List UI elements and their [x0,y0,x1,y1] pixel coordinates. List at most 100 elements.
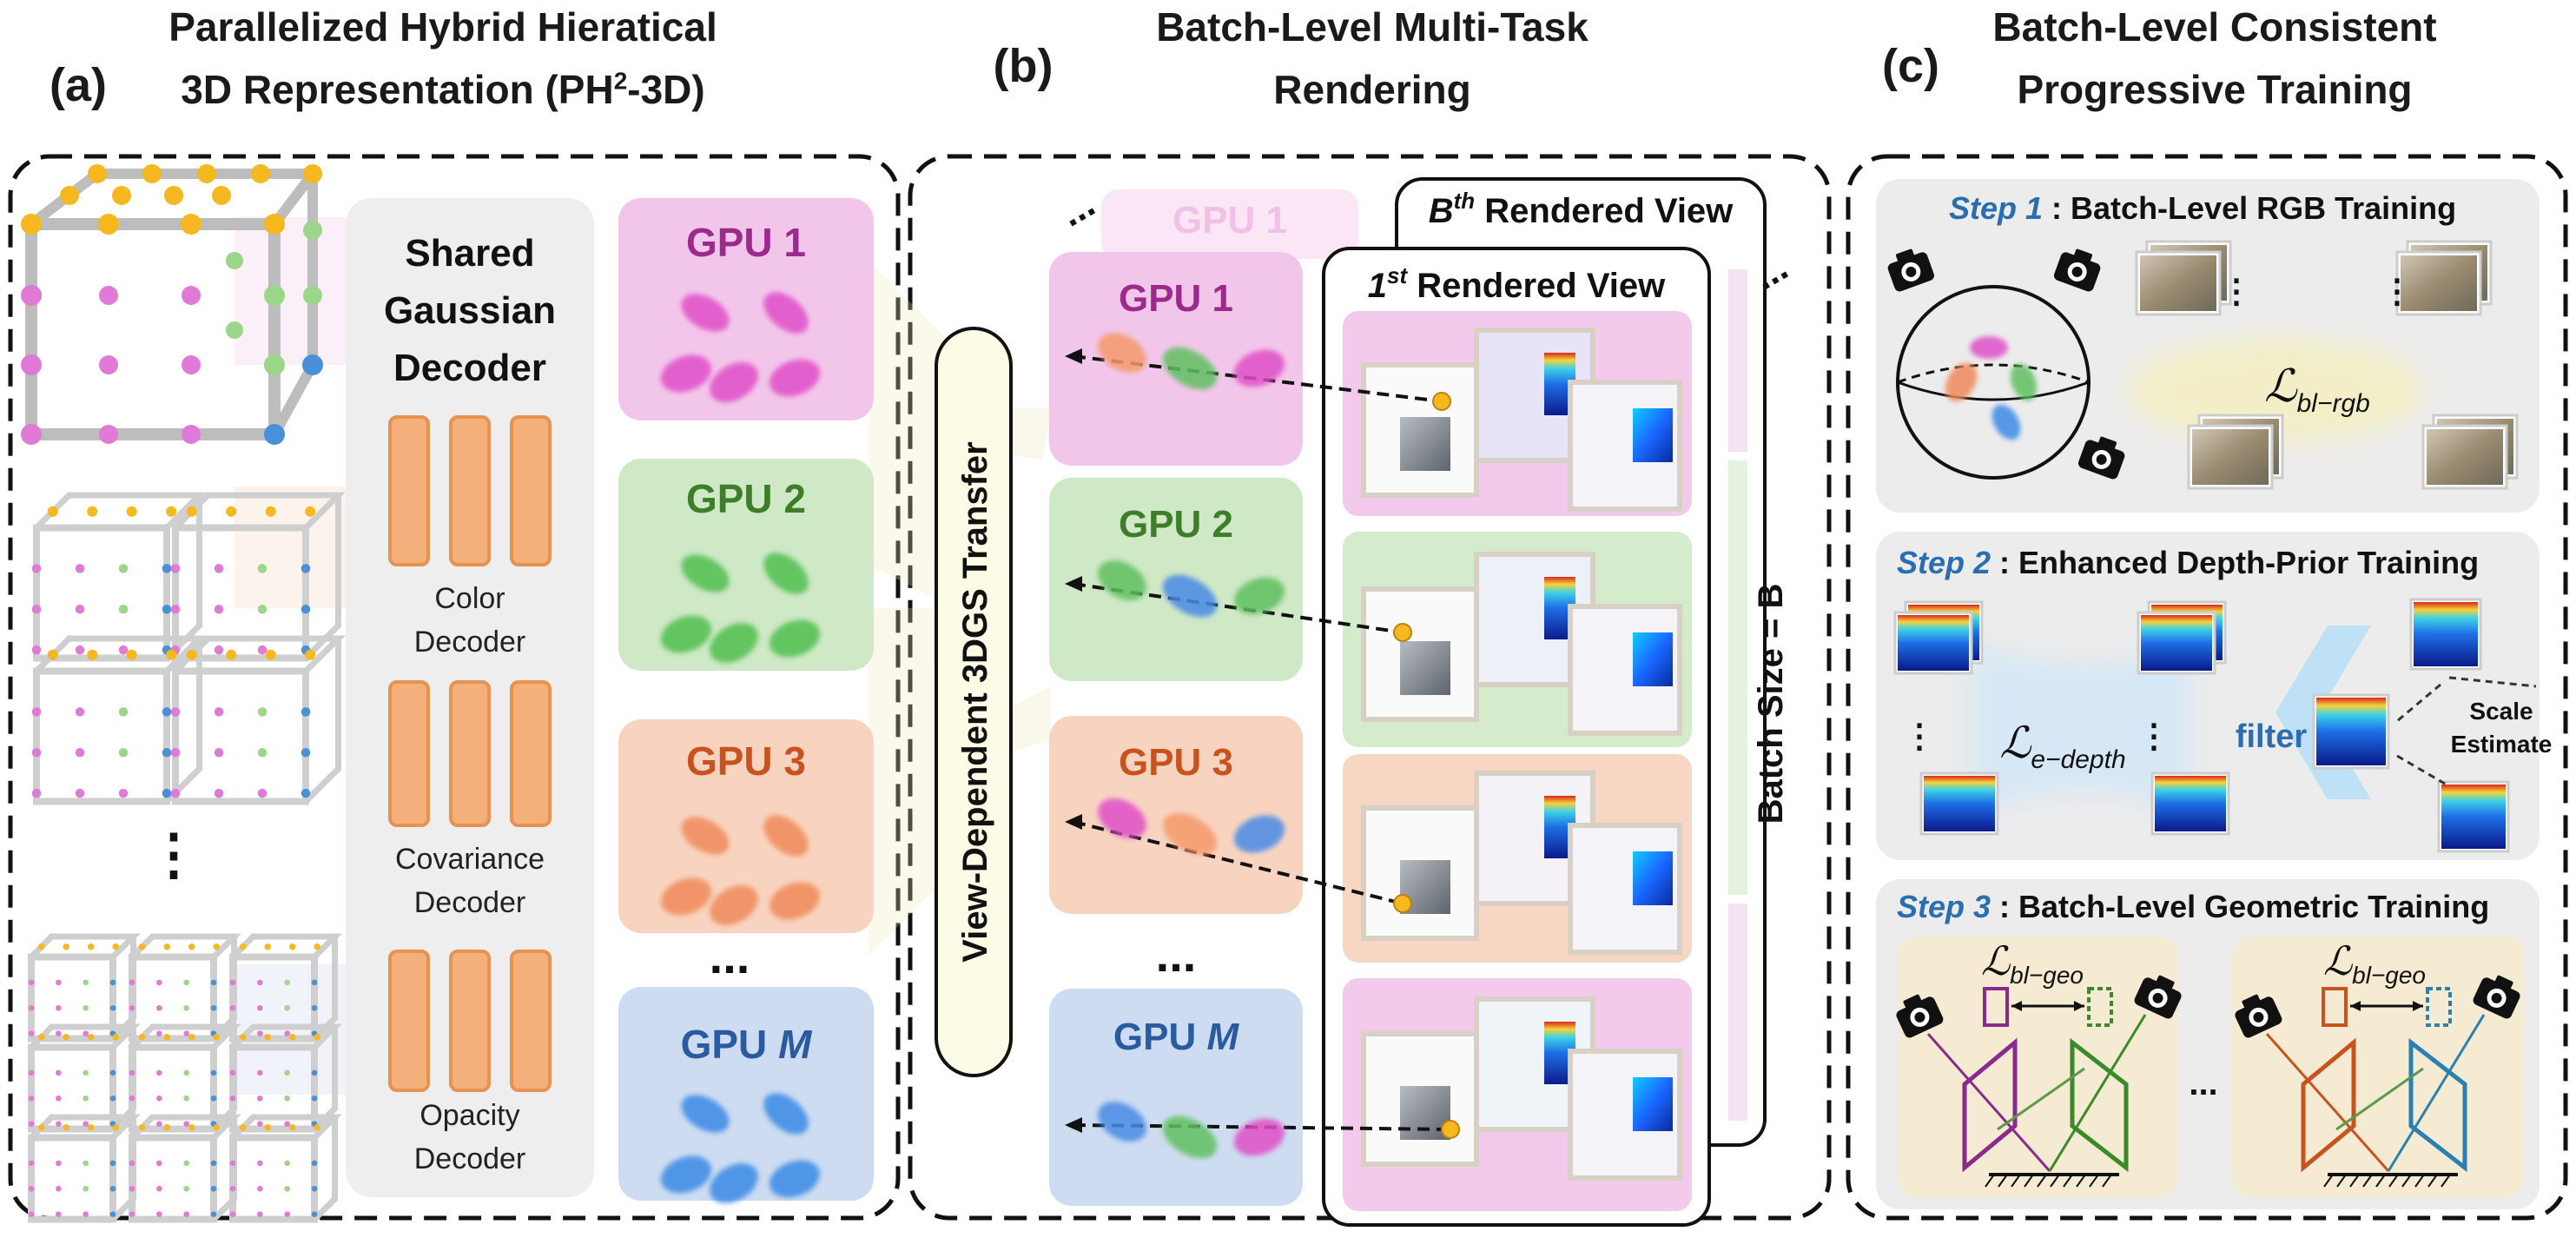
voxel-point [170,707,181,717]
geo-hatch [2401,1174,2412,1188]
voxel-point [156,1004,162,1011]
voxel-point [83,1185,89,1192]
voxel-point [229,1211,236,1217]
large-voxel-cube [21,164,323,445]
voxel-point [257,1069,263,1076]
gaussian-splat [660,1155,712,1194]
voxel-point [56,1069,62,1076]
voxel-point [288,1123,296,1131]
decoder-title-1: Shared [405,232,534,275]
voxel-point [28,1030,35,1036]
voxel-point [75,707,85,717]
voxel-point [63,943,69,950]
geo-hatch [1998,1174,2008,1188]
voxel-point [226,649,237,660]
cube-front [229,1134,318,1223]
ray-hit-point [1441,1120,1460,1139]
gaussian-splat [763,1093,809,1135]
depth-thumb-image [2155,776,2226,831]
bth-strip-2 [1728,460,1747,895]
gaussian-splat [769,359,821,397]
step2-vdots-left: ⋮ [1903,718,1936,755]
voxel-point [284,1095,290,1102]
voxel-point [162,788,172,798]
cube-side [303,495,341,660]
voxel-point [31,707,42,717]
geo-hatch [2011,1174,2021,1188]
scale-dash-3 [2396,754,2450,788]
step1-sphere-equator [1897,381,2090,401]
voxel-point [170,564,181,573]
cube-front [229,953,318,1043]
gaussian-splat [769,882,821,920]
camera-lens [1906,266,1917,277]
voxel-point [186,506,197,517]
voxel-point [188,1123,195,1131]
step2-heading: Step 2 : Enhanced Depth-Prior Training [1897,545,2479,580]
geo-ray [2335,1067,2424,1131]
gaussian-splat [1162,1116,1218,1159]
voxel-point [118,788,129,798]
cube-front [129,1043,217,1133]
camera-icon [1896,994,1944,1038]
voxel-point [129,1004,135,1011]
voxel-point [83,1004,89,1011]
transfer-pill [935,327,1013,1077]
opacity-decoder-line1: Opacity [419,1099,519,1132]
voxel-point [112,1033,119,1041]
voxel-point [264,1033,271,1041]
cube-front [129,953,217,1043]
geo-square-dashed [2426,987,2452,1027]
voxel-point [284,1185,290,1192]
aerial-thumb [1400,641,1450,695]
voxel-point [284,1004,290,1011]
voxel-point [129,1185,135,1192]
voxel-point [162,748,172,758]
gaussian-splat [1098,560,1146,600]
voxel-point [156,1069,162,1076]
decoder-bars [388,415,552,1092]
voxel-point [183,1160,189,1167]
voxel-point [109,1004,116,1011]
ghost-gpu1-label: GPU 1 [1172,199,1287,242]
decoder-bar [449,950,491,1092]
voxel-point [28,1095,35,1102]
voxel-point [75,645,85,655]
voxel-point [311,1160,318,1167]
voxel-point [239,1123,247,1131]
step3-left-card [1898,937,2177,1197]
voxel-point [183,979,189,986]
geo-hatch [1985,1174,1995,1188]
voxel-point [284,1069,290,1076]
voxel-point [109,1211,116,1217]
voxel-point [170,788,181,798]
ray-hit-point [1393,894,1412,913]
voxel-point [28,1069,35,1076]
filter-label: filter [2236,718,2308,755]
voxel-point [214,564,224,573]
panel-a-title-line1: Parallelized Hybrid Hieratical [168,4,717,50]
voxel-point [229,979,236,986]
geo-link-head [2350,1001,2361,1011]
loss-geo-right: ℒbl−geo [2323,938,2426,989]
decoder-bar [449,680,491,827]
a-gpu-ellipsis: ... [710,929,750,983]
camera-icon [2473,975,2520,1019]
voxel-point [210,1185,217,1192]
loss-rgb: ℒbl−rgb [2264,361,2370,418]
voxel-point [109,1160,116,1167]
geo-ray [1997,1067,2085,1131]
voxel-point [75,564,85,573]
voxel-point [83,1121,89,1127]
estimate-label: Estimate [2451,731,2553,758]
geo-hatch [2089,1174,2099,1188]
voxel-point [163,1033,170,1041]
bth-strip-1 [1728,269,1747,452]
gaussian-splat [763,292,809,334]
depth-thumb-image [1898,615,1969,671]
camera-icon [1887,248,1935,292]
step3-ellipsis: ... [2189,1064,2217,1102]
geo-hatch [2037,1174,2047,1188]
small-cube [129,933,241,1043]
